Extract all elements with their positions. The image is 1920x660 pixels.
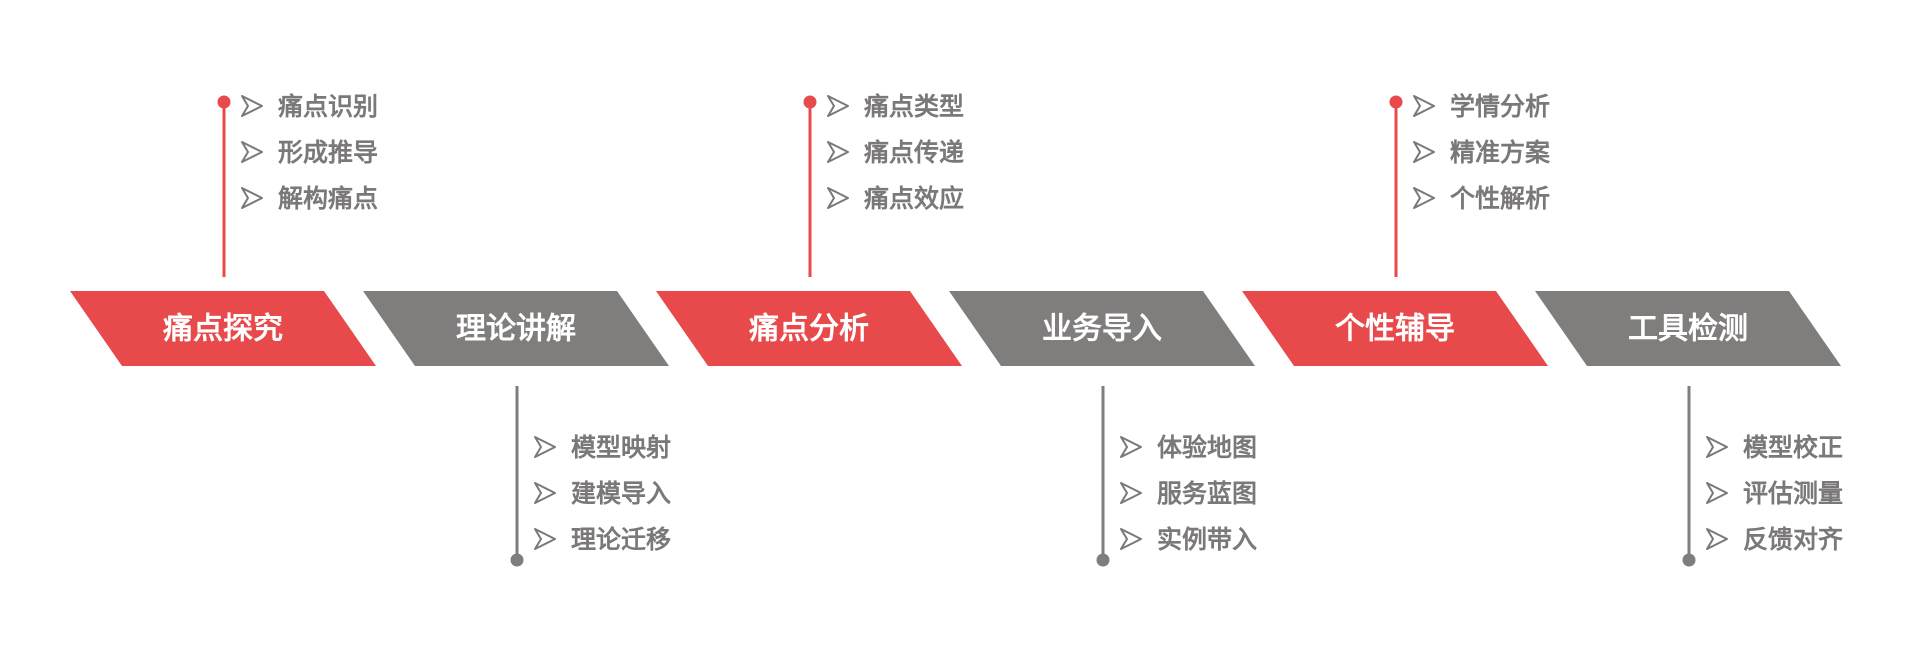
arrowhead-bullet-icon [827,187,849,209]
connector-dot [803,95,817,109]
step-band [363,291,669,366]
arrowhead-bullet-icon [1413,141,1435,163]
item-label: 精准方案 [1450,138,1551,167]
item-label: 理论迁移 [571,525,671,554]
item-label: 模型校正 [1743,433,1843,462]
step-band [1242,291,1548,366]
step-band [656,291,962,366]
arrowhead-bullet-icon [1706,482,1728,504]
item-label: 模型映射 [571,433,671,462]
arrowhead-bullet-icon [1120,528,1142,550]
item-label: 体验地图 [1157,433,1257,462]
arrowhead-bullet-icon [534,528,556,550]
arrowhead-bullet-icon [1706,436,1728,458]
item-label: 形成推导 [278,138,378,167]
step-label: 痛点探究 [163,312,283,347]
connector-dot [1096,553,1110,567]
step-band [949,291,1255,366]
arrowhead-bullet-icon [1120,436,1142,458]
step-label: 理论讲解 [456,312,576,347]
item-label: 评估测量 [1743,479,1843,508]
item-label: 反馈对齐 [1743,525,1844,554]
arrowhead-bullet-icon [1413,95,1435,117]
step-band [70,291,376,366]
item-label: 痛点传递 [864,138,964,167]
connector-dot [1682,553,1696,567]
arrowhead-bullet-icon [534,436,556,458]
arrowhead-bullet-icon [1413,187,1435,209]
step-label: 工具检测 [1628,312,1748,347]
step-band [1535,291,1841,366]
arrowhead-bullet-icon [827,95,849,117]
item-label: 服务蓝图 [1157,479,1257,508]
connector-dot [1389,95,1403,109]
item-label: 建模导入 [571,479,671,508]
arrowhead-bullet-icon [1706,528,1728,550]
arrowhead-bullet-icon [1120,482,1142,504]
item-label: 实例带入 [1157,525,1257,554]
item-label: 个性解析 [1450,184,1550,213]
arrowhead-bullet-icon [534,482,556,504]
step-label: 痛点分析 [749,312,869,347]
item-label: 痛点类型 [864,92,964,121]
arrowhead-bullet-icon [241,141,263,163]
arrowhead-bullet-icon [241,187,263,209]
item-label: 解构痛点 [278,184,378,213]
connector-dot [510,553,524,567]
item-label: 痛点识别 [278,92,378,121]
connector-dot [217,95,231,109]
step-label: 业务导入 [1042,312,1162,347]
arrowhead-bullet-icon [241,95,263,117]
step-label: 个性辅导 [1335,312,1455,347]
item-label: 学情分析 [1450,92,1550,121]
arrowhead-bullet-icon [827,141,849,163]
item-label: 痛点效应 [864,184,964,213]
